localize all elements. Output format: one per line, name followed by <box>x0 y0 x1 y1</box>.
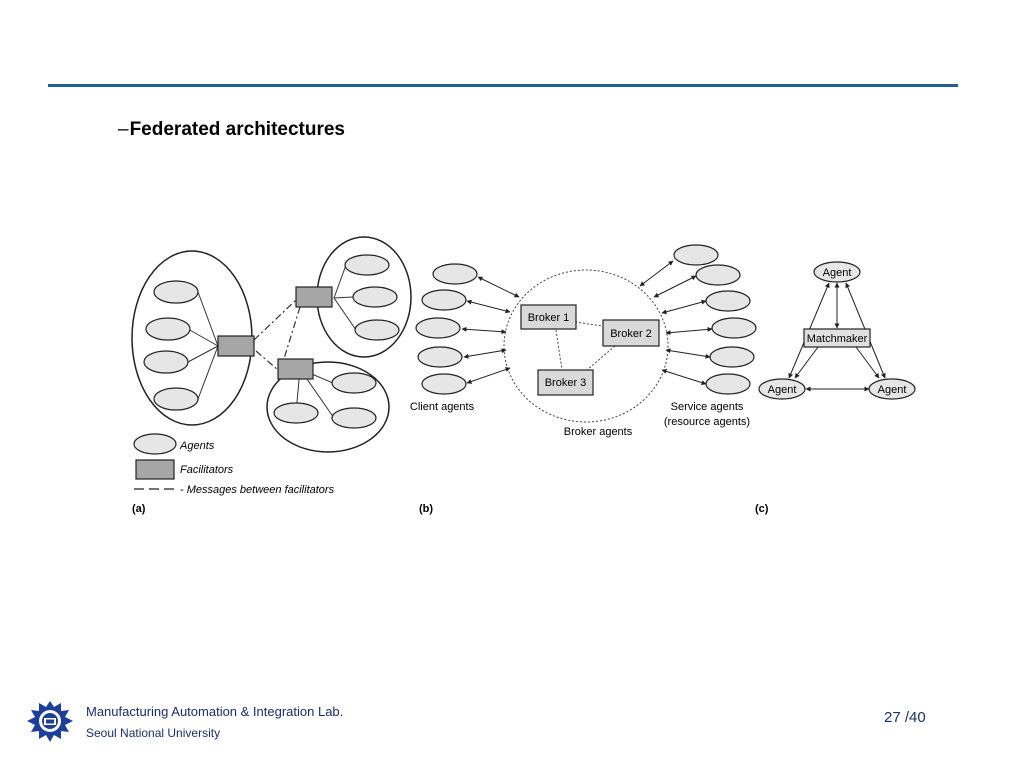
facilitator-icon <box>295 286 333 308</box>
panel-c: Agent Matchmaker Agent Agent (c) <box>755 261 916 515</box>
client-agent-icon <box>421 289 467 311</box>
agent-left-label: Agent <box>768 384 797 396</box>
agent-icon <box>331 407 377 429</box>
client-agent-icon <box>415 317 461 339</box>
agent-top-icon <box>813 261 861 283</box>
agent-top-label: Agent <box>823 267 852 279</box>
agent-icon <box>331 372 377 394</box>
legend-messages-label: - Messages between facilitators <box>180 484 335 496</box>
client-agent-icon <box>432 263 478 285</box>
agent-icon <box>352 286 398 308</box>
panel-c-label: (c) <box>755 503 769 515</box>
snu-emblem-icon <box>25 699 75 745</box>
broker-1-box <box>520 304 577 330</box>
panel-b-label: (b) <box>419 503 433 515</box>
resource-agents-label: (resource agents) <box>664 416 750 428</box>
service-agents-label: Service agents <box>671 401 744 413</box>
agent-right-label: Agent <box>878 384 907 396</box>
facilitator-icon <box>277 358 314 380</box>
panel-a-label: (a) <box>132 503 146 515</box>
service-agent-icon <box>709 346 755 368</box>
matchmaker-label: Matchmaker <box>807 333 868 345</box>
agent-icon <box>145 317 191 341</box>
client-agent-icon <box>417 346 463 368</box>
legend-facilitator-icon <box>135 459 175 480</box>
agent-group-bottom-right <box>266 361 390 453</box>
agent-icon <box>273 402 319 424</box>
agent-left-icon <box>758 378 806 400</box>
client-agent-icon <box>421 373 467 395</box>
broker-2-label: Broker 2 <box>610 328 652 340</box>
broker-agents-boundary <box>503 269 669 423</box>
title-dash: – <box>118 119 129 140</box>
legend-agents-label: Agents <box>179 440 215 452</box>
broker-2-box <box>602 319 660 347</box>
matchmaker-box <box>803 328 871 348</box>
broker-3-label: Broker 3 <box>545 377 587 389</box>
agent-icon <box>143 350 189 374</box>
service-agent-icon <box>705 290 751 312</box>
agent-icon <box>344 254 390 276</box>
client-agents-label: Client agents <box>410 401 475 413</box>
legend-agent-icon <box>133 433 177 455</box>
legend-facilitators-label: Facilitators <box>180 464 234 476</box>
broker-1-label: Broker 1 <box>528 312 570 324</box>
agent-icon <box>354 319 400 341</box>
page-number: 27 /40 <box>884 709 926 726</box>
footer-university: Seoul National University <box>86 726 221 740</box>
service-agent-icon <box>673 244 719 266</box>
header-rule <box>48 84 958 87</box>
service-agent-icon <box>695 264 741 286</box>
service-agent-icon <box>711 317 757 339</box>
panel-a: Agents Facilitators - Messages between f… <box>131 236 412 515</box>
broker-agents-label: Broker agents <box>564 426 633 438</box>
agent-right-icon <box>868 378 916 400</box>
agent-icon <box>153 387 199 411</box>
panel-b: Broker 1 Broker 2 Broker 3 Client agents… <box>410 244 757 515</box>
broker-3-box <box>537 369 594 396</box>
facilitator-icon <box>217 335 255 357</box>
footer-lab-name: Manufacturing Automation & Integration L… <box>86 704 344 719</box>
agent-icon <box>153 280 199 304</box>
slide-title: –Federated architectures <box>118 119 345 141</box>
service-agent-icon <box>705 373 751 395</box>
title-text: Federated architectures <box>129 119 345 140</box>
